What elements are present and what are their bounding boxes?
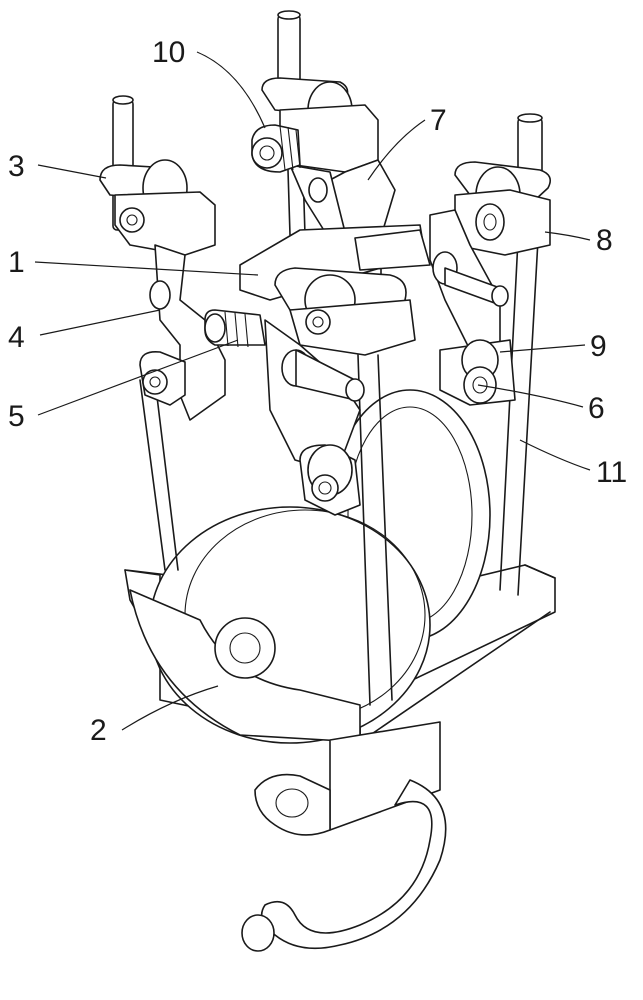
top-clamp [251, 77, 396, 241]
label-7: 7 [430, 104, 447, 137]
front-clamp [264, 267, 416, 516]
pulley-hub [214, 617, 276, 679]
leader-9 [499, 344, 586, 353]
leader-lines [34, 51, 591, 731]
leader-8 [544, 231, 591, 241]
label-5: 5 [8, 400, 25, 433]
label-4: 4 [8, 321, 25, 354]
main-pulley [129, 389, 491, 744]
leader-3 [37, 164, 107, 179]
label-11: 11 [596, 456, 627, 489]
label-1: 1 [8, 246, 25, 279]
right-clamp [429, 161, 551, 406]
leader-1 [34, 261, 259, 276]
left-clamp [99, 159, 226, 421]
reference-numerals: 1 2 3 4 5 6 7 8 9 10 11 [8, 36, 627, 747]
label-10: 10 [152, 36, 185, 69]
leader-4 [39, 309, 161, 336]
hook [241, 721, 447, 952]
leader-2 [121, 685, 219, 731]
leader-5 [37, 339, 239, 416]
leader-11 [519, 439, 591, 471]
label-6: 6 [588, 392, 605, 425]
label-8: 8 [596, 224, 613, 257]
leader-7 [367, 119, 426, 181]
label-3: 3 [8, 150, 25, 183]
leader-10 [196, 51, 266, 129]
label-9: 9 [590, 330, 607, 363]
label-2: 2 [90, 714, 107, 747]
leader-6 [477, 384, 584, 408]
